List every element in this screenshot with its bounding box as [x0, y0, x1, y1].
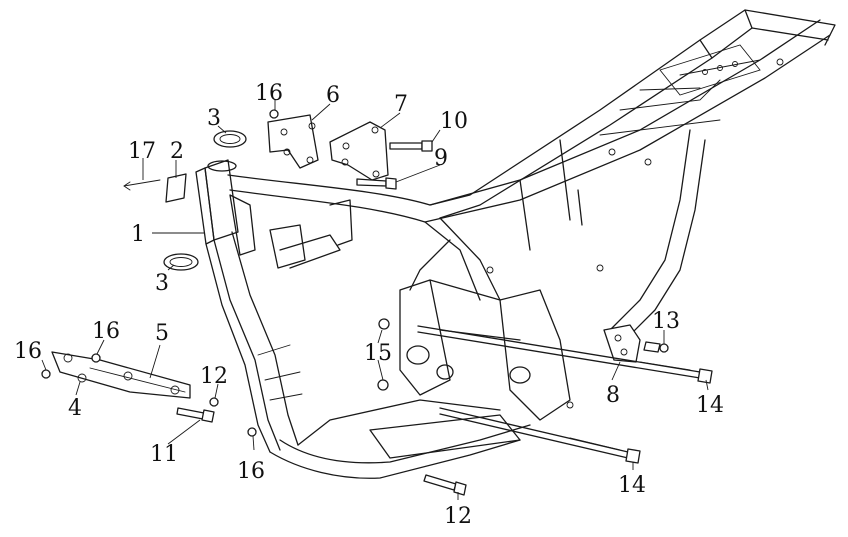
part-long-bolt-14-upper	[417, 325, 713, 384]
part-bolt-12-bottom	[423, 474, 467, 496]
part-bearing-ring-bottom	[163, 253, 199, 271]
callout-14-upper: 14	[696, 393, 724, 418]
part-bracket-7	[329, 121, 389, 181]
part-bracket-4-5	[51, 351, 191, 399]
part-nut-13	[643, 341, 669, 353]
callout-4: 4	[68, 396, 82, 421]
part-nut-15-lower	[377, 379, 389, 391]
part-long-bolt-14-lower	[439, 407, 641, 464]
part-bolt-9	[356, 177, 397, 190]
callout-3-top: 3	[207, 106, 221, 131]
part-nut-16-left-b	[91, 353, 101, 363]
callout-16-top: 16	[255, 81, 283, 106]
part-arrow-label-17	[123, 179, 161, 191]
callout-15: 15	[364, 341, 392, 366]
callout-8: 8	[606, 383, 620, 408]
part-nut-16-left-a	[41, 369, 51, 379]
callout-16-bottom: 16	[237, 459, 265, 484]
part-bearing-ring-top	[213, 130, 247, 148]
callout-13: 13	[652, 309, 680, 334]
callout-6: 6	[326, 83, 340, 108]
callout-12-bottom: 12	[444, 504, 472, 529]
callout-11: 11	[150, 442, 178, 467]
callout-3-bottom: 3	[155, 271, 169, 296]
callout-17: 17	[128, 139, 156, 164]
callout-12-left: 12	[200, 364, 228, 389]
part-bolt-10	[389, 140, 433, 152]
callout-14-lower: 14	[618, 473, 646, 498]
callout-2: 2	[170, 139, 184, 164]
callout-16-left-b: 16	[92, 319, 120, 344]
part-nut-16-bottom	[247, 427, 257, 437]
part-bolt-12-left	[209, 397, 219, 407]
callout-5: 5	[155, 321, 169, 346]
part-nut-16-top	[269, 109, 279, 119]
part-bolt-11	[176, 407, 215, 423]
callout-labels: 1 2 3 3 4 5 6 7 8 9 10 11 12 12 13 14 14…	[14, 81, 724, 529]
callout-16-left-a: 16	[14, 339, 42, 364]
callout-7: 7	[394, 92, 408, 117]
part-mount-plate-8	[603, 324, 641, 363]
part-bracket-6	[267, 114, 319, 169]
part-plate-2	[165, 173, 187, 203]
main-frame	[195, 9, 836, 479]
callout-10: 10	[440, 109, 468, 134]
part-nut-15-upper	[378, 318, 390, 330]
leader-lines	[41, 100, 709, 500]
callout-9: 9	[434, 146, 448, 171]
callout-1: 1	[131, 222, 145, 247]
